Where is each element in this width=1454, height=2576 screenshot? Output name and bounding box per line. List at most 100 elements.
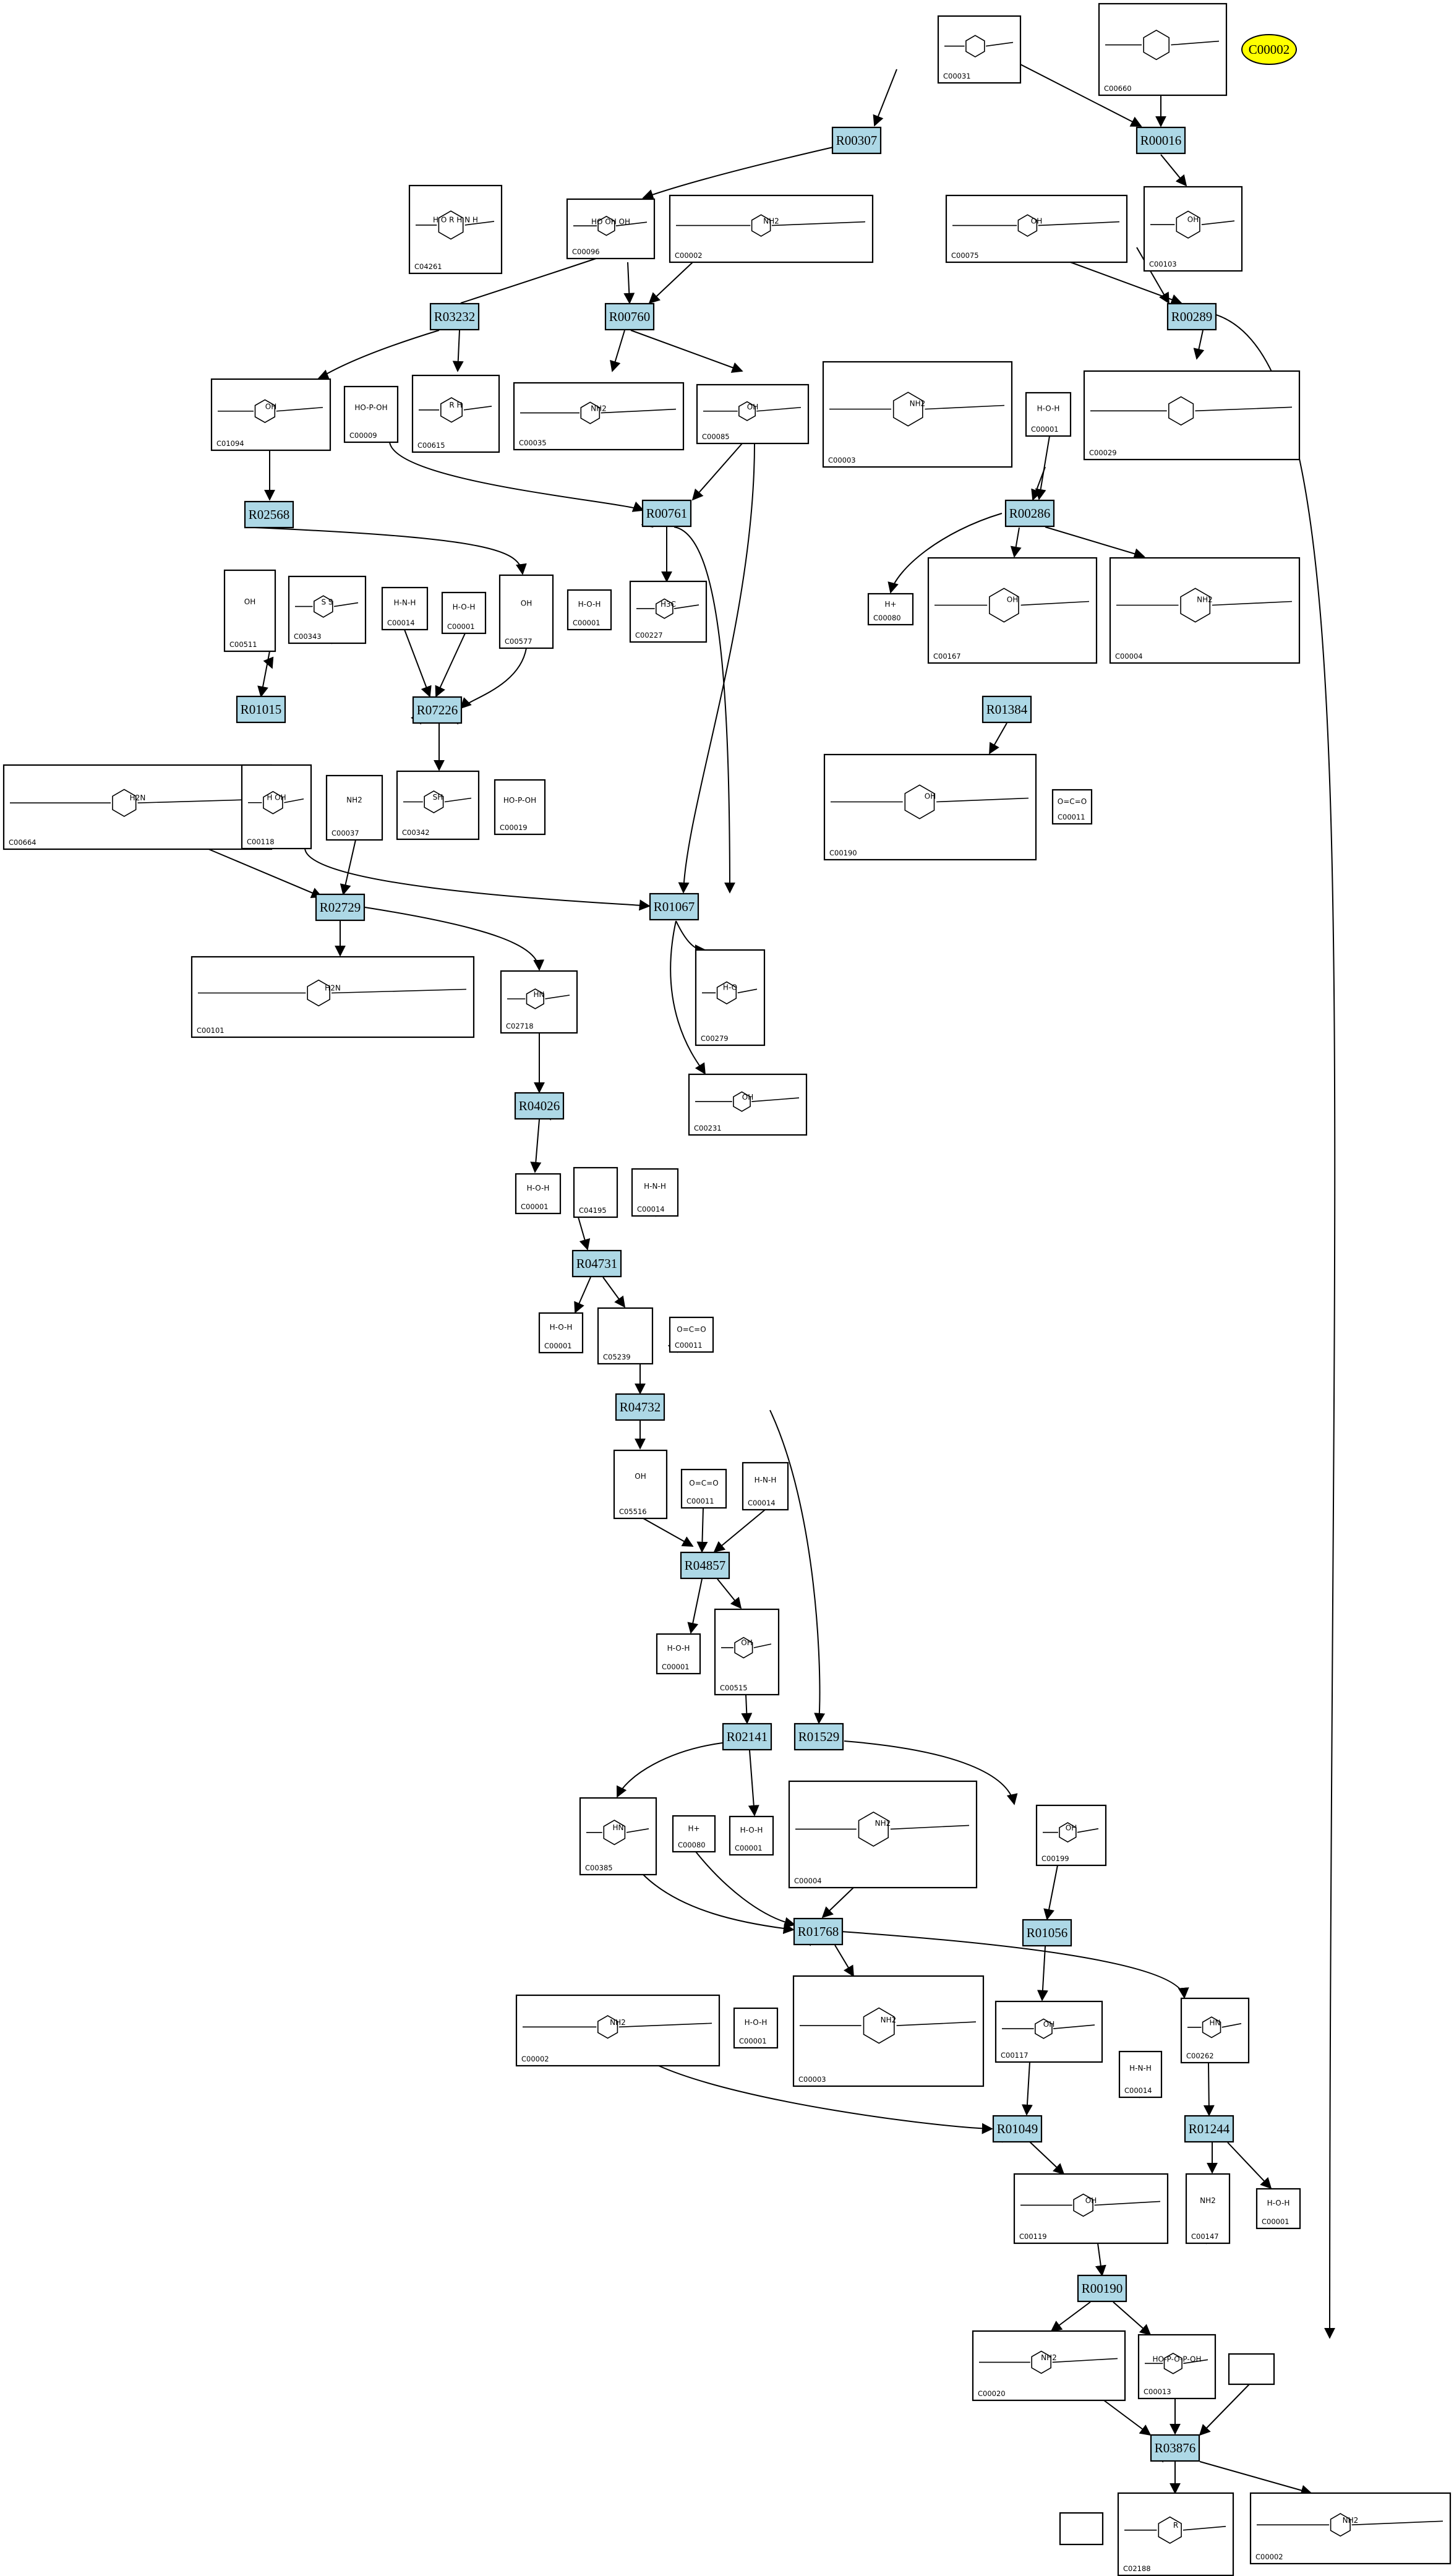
compound-node[interactable]: C00031 [937, 15, 1022, 84]
reaction-node[interactable]: R04026 [514, 1092, 565, 1120]
reaction-box[interactable] [793, 1917, 844, 1946]
compound-box[interactable] [513, 382, 685, 451]
compound-box[interactable] [742, 1461, 789, 1511]
compound-box[interactable] [396, 770, 480, 841]
reaction-box[interactable] [1022, 1919, 1072, 1947]
reaction-node[interactable]: R00761 [641, 499, 692, 528]
compound-box[interactable] [695, 949, 766, 1046]
reaction-box[interactable] [1166, 302, 1217, 331]
compound-box[interactable] [566, 198, 656, 260]
reaction-box[interactable] [981, 695, 1032, 724]
reaction-node[interactable]: R00307 [831, 126, 882, 155]
compound-box[interactable] [631, 1168, 679, 1217]
reaction-node[interactable]: R00286 [1004, 499, 1055, 528]
reaction-box[interactable] [1184, 2115, 1234, 2143]
compound-box[interactable] [867, 593, 914, 626]
reaction-box[interactable] [649, 892, 699, 921]
compound-box[interactable] [792, 1975, 985, 2087]
compound-box[interactable] [1059, 2512, 1104, 2546]
reaction-node[interactable]: R04857 [680, 1551, 730, 1580]
reaction-node[interactable]: R02729 [315, 893, 366, 922]
reaction-node[interactable]: R04731 [571, 1249, 622, 1278]
compound-box[interactable] [500, 970, 578, 1034]
reaction-box[interactable] [1150, 2434, 1200, 2462]
compound-box[interactable] [498, 574, 554, 649]
reaction-box[interactable] [831, 126, 882, 155]
compound-box[interactable] [1143, 186, 1243, 272]
compound-node[interactable]: H+C00080 [672, 1815, 716, 1853]
compound-node[interactable]: C04195 [573, 1166, 618, 1218]
compound-box[interactable] [241, 764, 312, 850]
compound-box[interactable] [669, 194, 874, 263]
compound-box[interactable] [669, 1316, 714, 1353]
reaction-node[interactable]: R02141 [722, 1722, 772, 1751]
reaction-box[interactable] [1077, 2274, 1127, 2303]
compound-box[interactable] [937, 15, 1022, 84]
compound-node[interactable]: C00029 [1083, 370, 1301, 461]
reaction-box[interactable] [244, 500, 294, 529]
compound-node[interactable]: H+C00080 [867, 593, 914, 626]
compound-box[interactable] [579, 1797, 657, 1876]
compound-node[interactable]: C00660 [1098, 2, 1228, 96]
compound-box[interactable] [1025, 392, 1072, 437]
compound-box[interactable] [408, 184, 503, 275]
reaction-box[interactable] [680, 1551, 730, 1580]
compound-box[interactable] [325, 774, 383, 841]
reaction-box[interactable] [641, 499, 692, 528]
compound-box[interactable] [411, 374, 500, 453]
reaction-node[interactable]: R03876 [1150, 2434, 1200, 2462]
reaction-node[interactable]: R01015 [236, 695, 286, 724]
compound-box[interactable] [381, 586, 429, 631]
compound-box[interactable] [441, 591, 487, 635]
reaction-node[interactable]: R01056 [1022, 1919, 1072, 1947]
reaction-box[interactable] [722, 1722, 772, 1751]
reaction-box[interactable] [315, 893, 366, 922]
reaction-box[interactable] [412, 696, 463, 724]
compound-box[interactable] [1118, 2050, 1163, 2099]
compound-box[interactable] [190, 956, 475, 1038]
reaction-box[interactable] [604, 302, 655, 331]
compound-box[interactable] [680, 1468, 727, 1509]
compound-node[interactable] [1059, 2512, 1104, 2546]
compound-box[interactable] [210, 378, 331, 451]
reaction-node[interactable]: R00016 [1135, 126, 1186, 155]
compound-box[interactable] [1098, 2, 1228, 96]
reaction-node[interactable]: R04732 [615, 1393, 665, 1421]
